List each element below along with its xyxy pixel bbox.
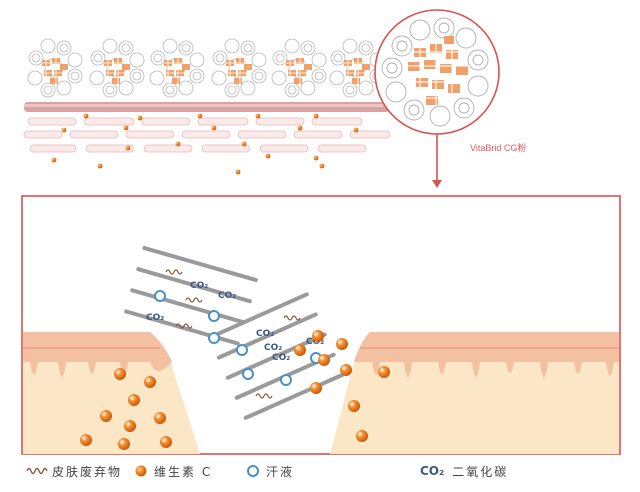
co2-label: CO₂: [256, 329, 274, 339]
vitc-icon: [135, 465, 147, 477]
sweat-rings: [154, 290, 322, 386]
co2-label: CO₂: [264, 343, 282, 353]
legend-vitc-label: 维生素 C: [154, 464, 213, 479]
powder-cluster: [209, 38, 267, 98]
co2-label: CO₂: [146, 313, 164, 323]
zoom-arrow: [432, 134, 442, 188]
powder-cluster: [87, 38, 145, 98]
legend-co2: CO₂ 二氧化碳: [420, 462, 508, 480]
legend-sweat: 汗液: [246, 462, 294, 480]
detail-panel: CO₂ CO₂ CO₂ CO₂ CO₂ CO₂ CO₂: [21, 195, 621, 455]
powder-layer: [25, 38, 385, 98]
co2-label: CO₂: [190, 281, 208, 291]
waste-icon: [26, 467, 48, 475]
legend-waste: 皮肤废弃物: [26, 462, 122, 480]
legend-vitc: 维生素 C: [134, 462, 212, 480]
powder-cluster: [25, 38, 83, 98]
sweat-icon: [247, 465, 259, 477]
zoom-caption: VitaBrid CG粉: [470, 143, 527, 153]
co2-label: CO₂: [272, 353, 290, 363]
legend-co2-symbol: CO₂: [420, 464, 445, 478]
co2-label: CO₂: [218, 291, 236, 301]
powder-cluster: [147, 38, 205, 98]
legend-sweat-label: 汗液: [266, 464, 295, 479]
co2-labels: CO₂ CO₂ CO₂ CO₂ CO₂ CO₂ CO₂: [146, 281, 324, 363]
co2-label: CO₂: [306, 337, 324, 347]
skin-left: [23, 332, 200, 454]
legend-co2-label: 二氧化碳: [452, 464, 509, 479]
skin-right: [330, 332, 619, 454]
waste-squiggles: [165, 269, 301, 399]
skin-layers-top: [23, 102, 391, 153]
legend-waste-label: 皮肤废弃物: [52, 464, 123, 479]
powder-cluster: [269, 38, 327, 98]
zoom-magnifier: [374, 9, 500, 135]
